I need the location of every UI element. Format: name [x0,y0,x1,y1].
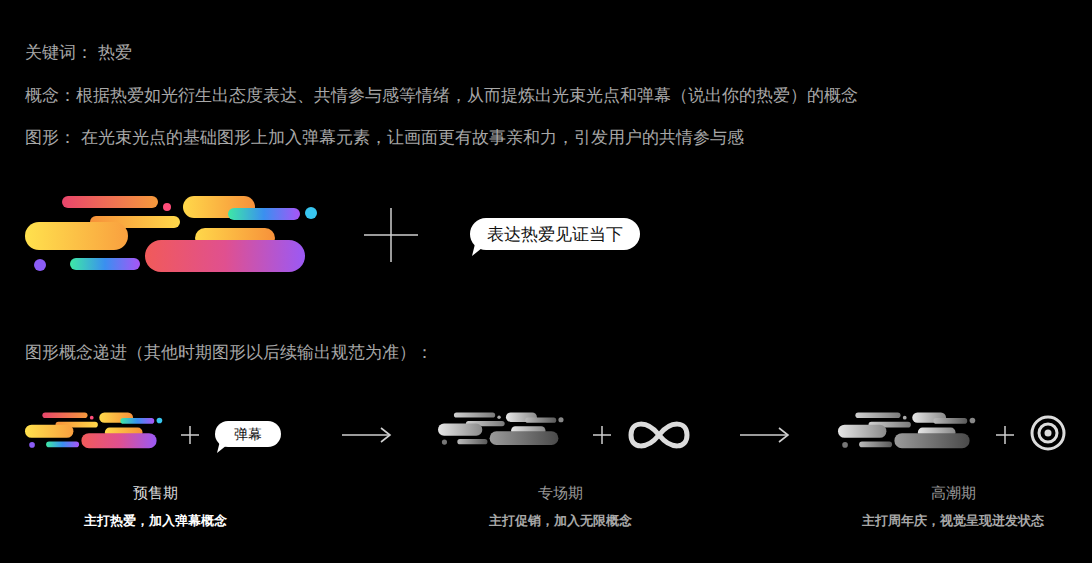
speech-bubble: 表达热爱见证当下 [470,218,640,250]
stage-subtitle: 主打热爱，加入弹幕概念 [84,513,227,529]
note-text: 概念：根据热爱如光衍生出态度表达、共情参与感等情绪，从而提炼出光束光点和弹幕（说… [25,85,858,105]
bubble-tail [471,244,487,256]
stage-group: 高潮期主打周年庆，视觉呈现迸发状态 [788,400,1070,535]
bubble-text: 弹幕 [234,426,262,442]
plus-sign [181,426,1014,444]
note-text: 图形概念递进（其他时期图形以后续输出规范为准）： [25,342,433,362]
light-beams-small [25,412,162,448]
light-beams-grey [838,412,975,448]
bubble-tail-shape [472,244,487,256]
arrow-line [342,434,390,436]
flow-arrow [342,428,390,442]
stage-subtitle: 主打促销，加入无限概念 [489,513,632,529]
stage-title: 高潮期 [931,484,976,502]
speech-bubble: 弹幕 [215,421,281,447]
burst-target [1032,417,1064,449]
note-text: 图形： 在光束光点的基础图形上加入弹幕元素，让画面更有故事亲和力，引发用户的共情… [25,127,744,147]
light-beams-grey [438,412,564,445]
infinity-symbol [631,424,687,446]
stage-title: 预售期 [133,484,178,502]
flow-arrow [740,428,788,442]
arrow-head [779,428,788,442]
light-beams [25,196,317,272]
bubble-tail-shape [217,441,232,453]
stage-group: 预售期主打热爱，加入弹幕概念 弹幕 [22,400,342,535]
stage-title: 专场期 [538,484,583,502]
arrow-line [740,434,788,436]
note-text: 关键词： 热爱 [25,42,132,62]
bubble-text: 表达热爱见证当下 [487,224,623,244]
plus-sign [364,208,418,262]
stage-subtitle: 主打周年庆，视觉呈现迸发状态 [862,513,1044,529]
stage-group: 专场期主打促销，加入无限概念 [390,400,740,535]
arrow-head [381,428,390,442]
bubble-tail [216,441,232,453]
